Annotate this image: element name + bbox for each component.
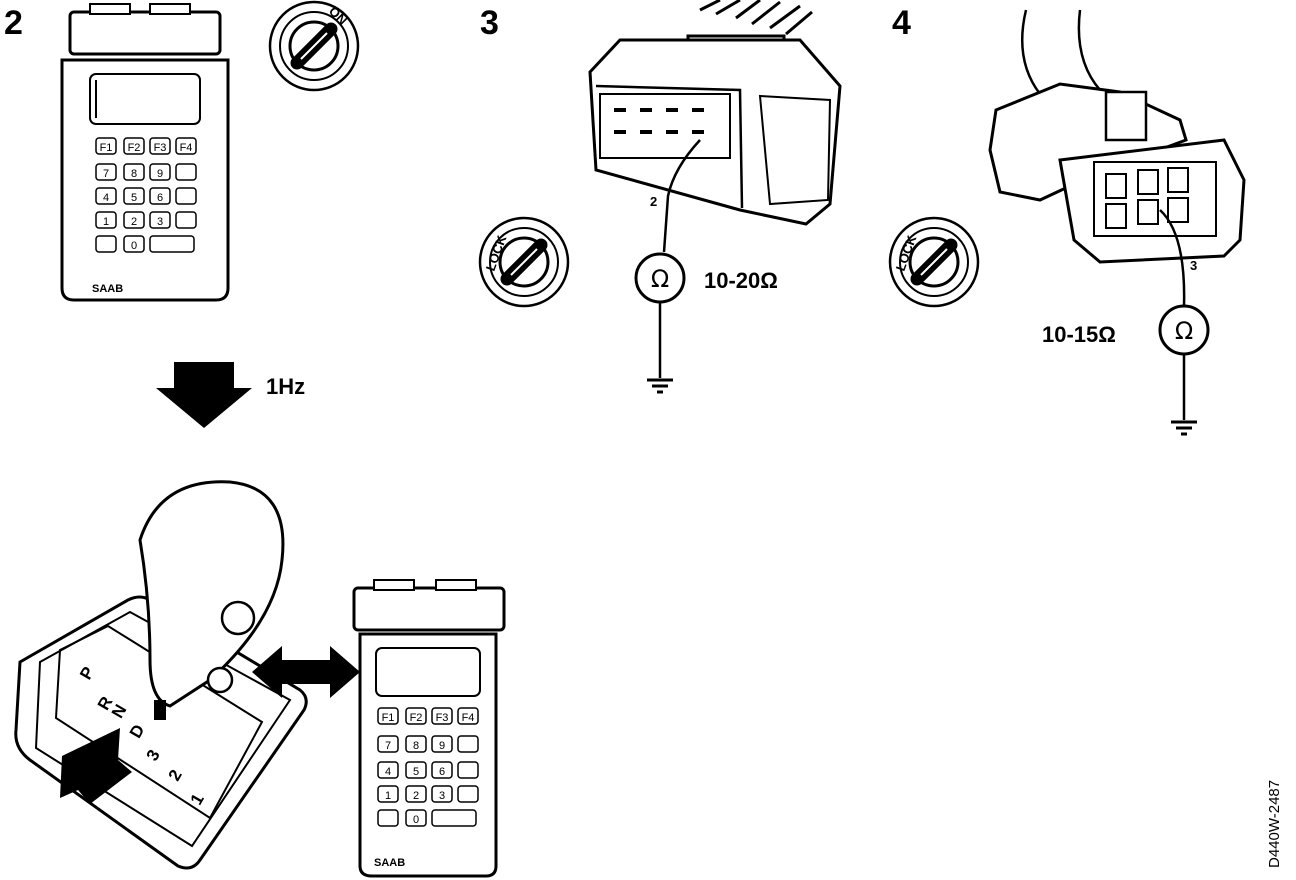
ground-icon xyxy=(645,378,675,394)
key-fob xyxy=(138,480,285,708)
tester-key: 4 xyxy=(103,192,109,204)
step-number: 3 xyxy=(480,4,499,42)
ohm-symbol: Ω xyxy=(1175,317,1193,345)
tester-key: 0 xyxy=(131,240,137,252)
diagnostic-tester-top xyxy=(60,3,230,302)
tester-keypad-labels-bottom: F1 F2 F3 F4 7 8 9 4 5 6 1 2 3 0 xyxy=(382,712,475,826)
tester-key: 2 xyxy=(131,216,137,228)
tester-key: 9 xyxy=(157,168,163,180)
ohm-symbol: Ω xyxy=(651,265,669,293)
tester-key: F2 xyxy=(410,712,423,724)
tester-key: 7 xyxy=(385,740,391,752)
tester-key: 3 xyxy=(439,790,445,802)
tester-key: 1 xyxy=(385,790,391,802)
tester-key: 2 xyxy=(413,790,419,802)
tester-key: F4 xyxy=(180,142,193,154)
step-number: 4 xyxy=(892,4,911,42)
tester-key: 4 xyxy=(385,766,391,778)
drawing-code: D440W-2487 xyxy=(1266,779,1283,868)
tester-key: 9 xyxy=(439,740,445,752)
tester-key: F3 xyxy=(436,712,449,724)
tester-key: 6 xyxy=(439,766,445,778)
tester-key: 5 xyxy=(413,766,419,778)
tester-key: 8 xyxy=(413,740,419,752)
tester-key: F1 xyxy=(382,712,395,724)
ground-icon xyxy=(1169,420,1199,436)
tester-keypad-labels: F1 F2 F3 F4 7 8 9 4 5 6 1 2 3 0 xyxy=(100,142,193,252)
diagnostic-tester-bottom xyxy=(352,579,506,878)
resistance-label: 10-20Ω xyxy=(704,268,778,293)
tester-key: F1 xyxy=(100,142,113,154)
tester-key: F2 xyxy=(128,142,141,154)
tester-key: 7 xyxy=(103,168,109,180)
tester-brand-bottom: SAAB xyxy=(374,857,405,869)
tester-brand-top: SAAB xyxy=(92,283,123,295)
tester-key: 3 xyxy=(157,216,163,228)
double-arrow-icon xyxy=(252,646,360,698)
press-arrow-icon xyxy=(60,728,132,804)
connector-step3 xyxy=(588,0,842,253)
tester-key: F3 xyxy=(154,142,167,154)
step-number: 2 xyxy=(4,4,23,42)
tester-key: F4 xyxy=(462,712,475,724)
frequency-label: 1Hz xyxy=(266,374,306,399)
tester-key: 0 xyxy=(413,814,419,826)
tester-key: 1 xyxy=(103,216,109,228)
tester-key: 6 xyxy=(157,192,163,204)
tester-key: 8 xyxy=(131,168,137,180)
pin-number: 3 xyxy=(1190,258,1198,273)
resistance-label: 10-15Ω xyxy=(1042,322,1116,347)
tester-key: 5 xyxy=(131,192,137,204)
down-arrow-icon xyxy=(156,362,252,428)
connector-step4 xyxy=(988,9,1246,307)
pin-number: 2 xyxy=(650,194,658,209)
